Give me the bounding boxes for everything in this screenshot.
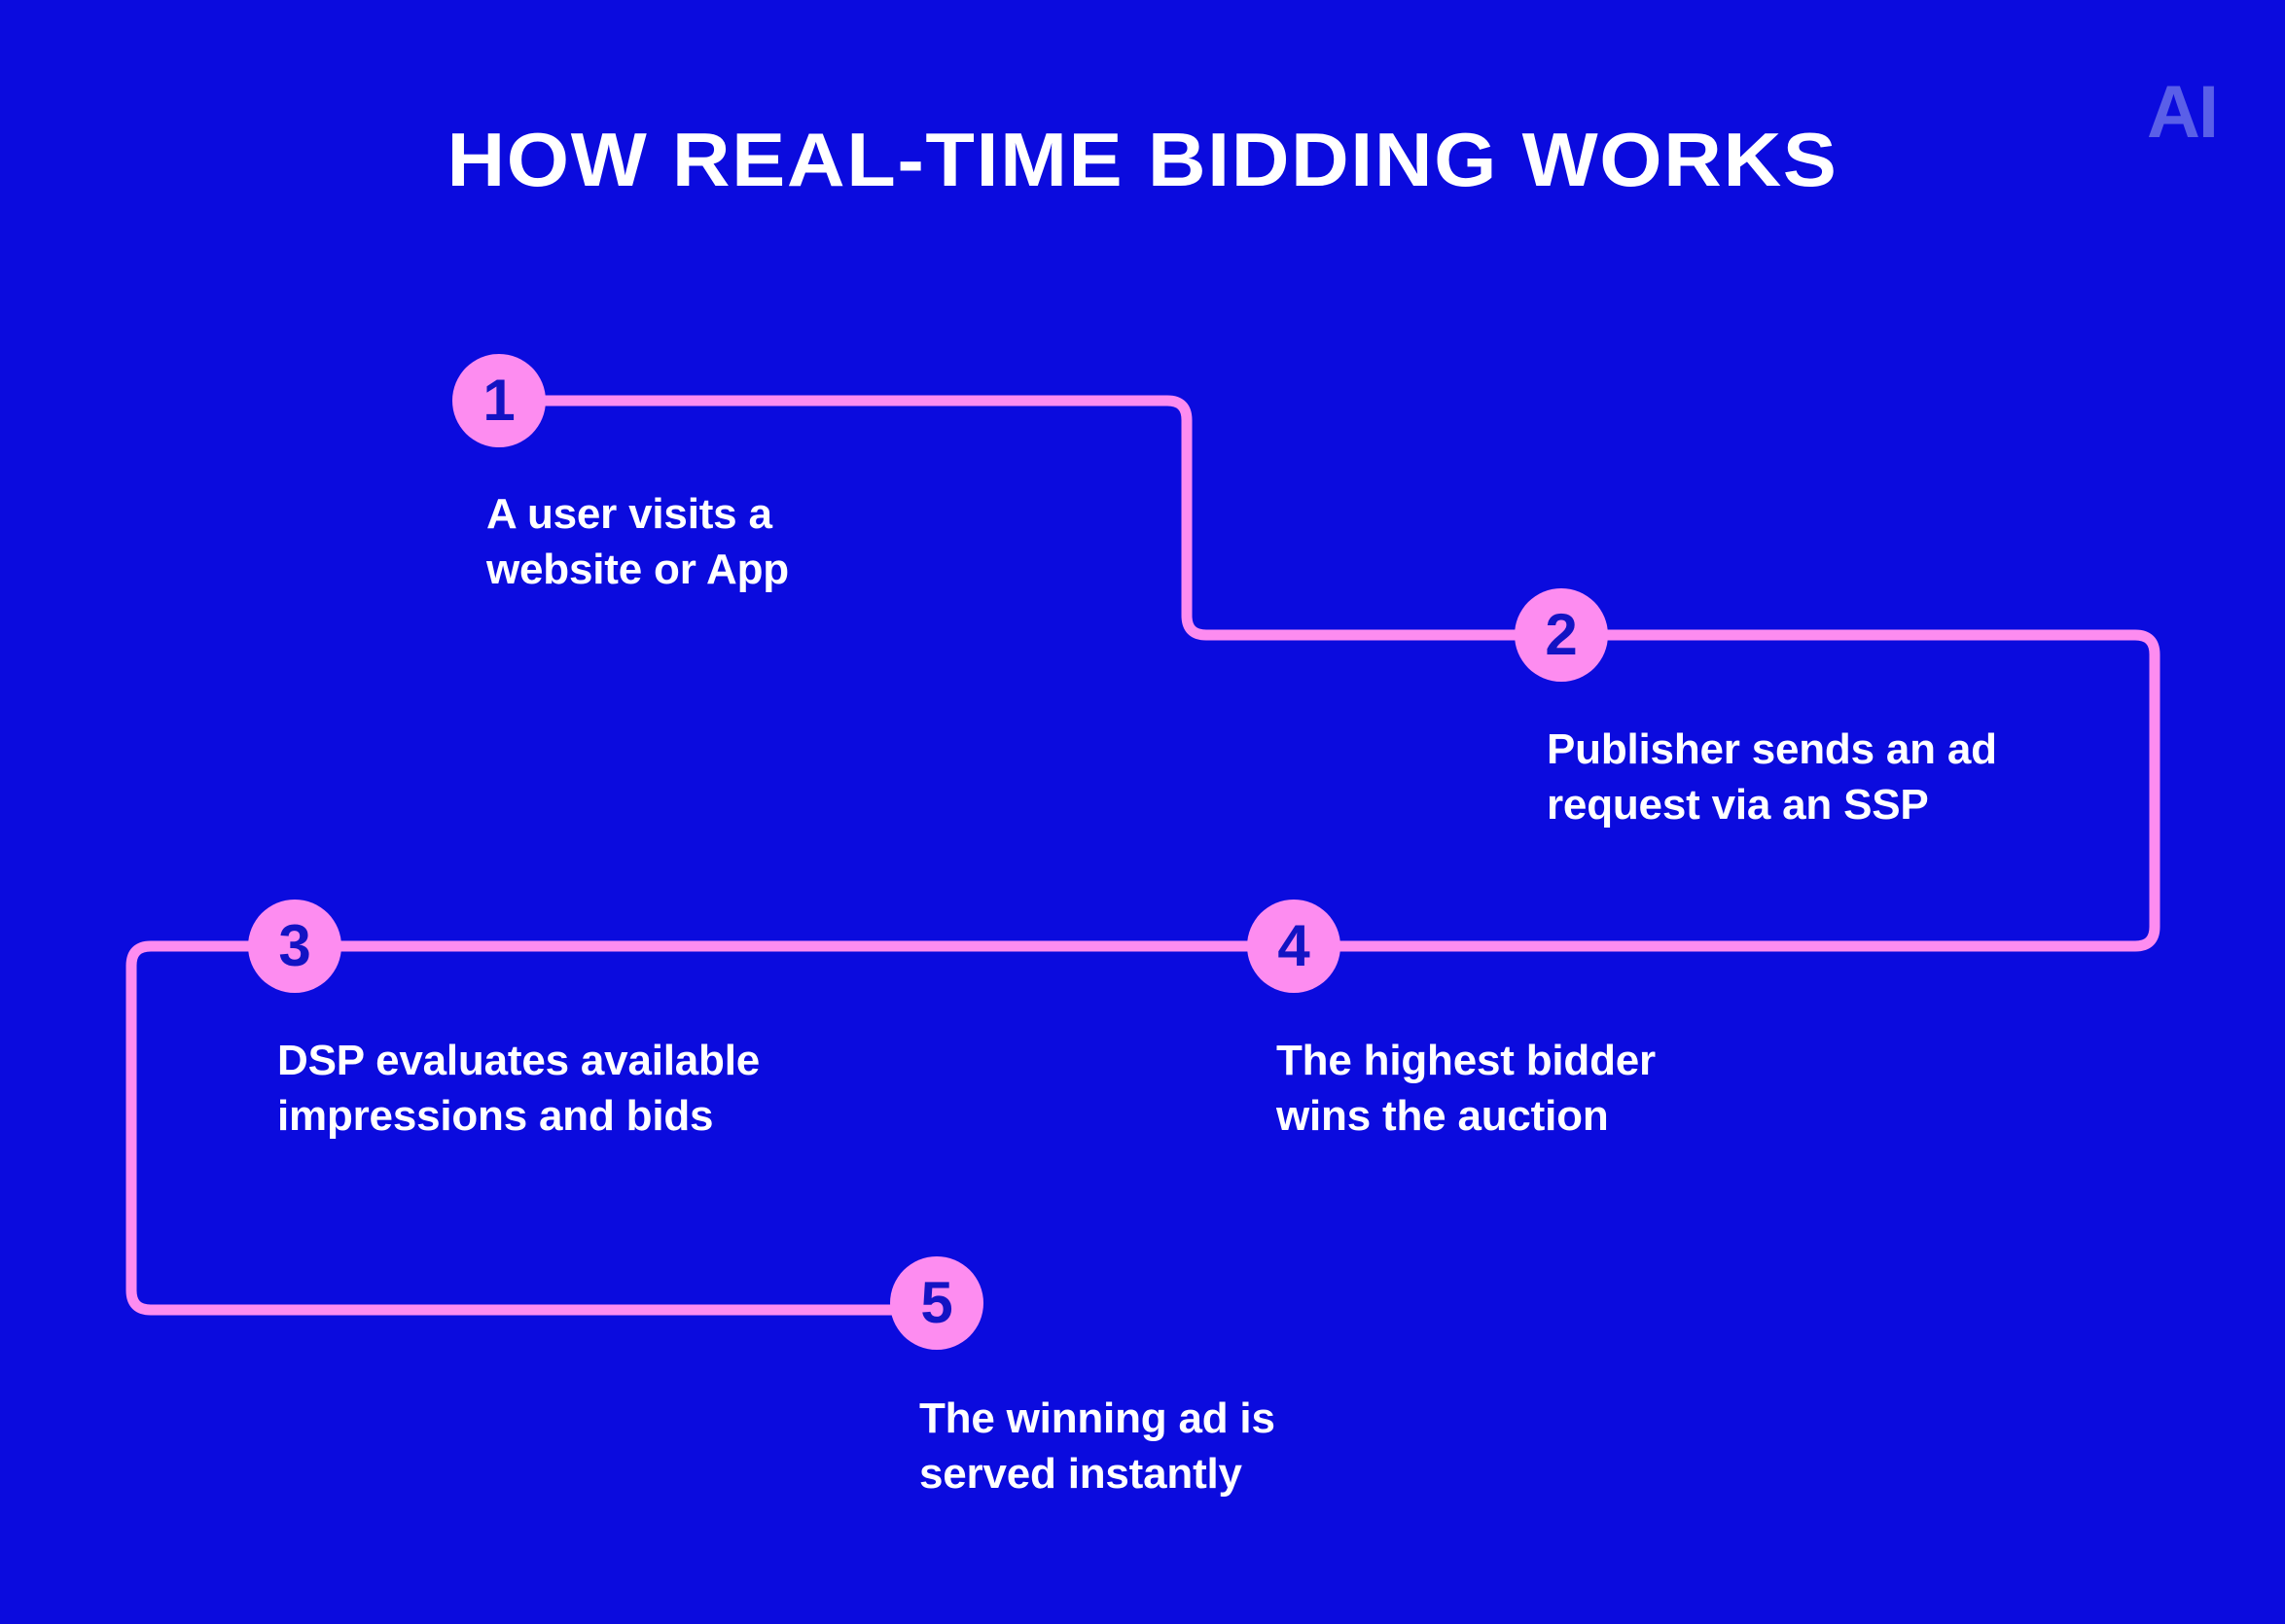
step-badge-2[interactable]: 2 <box>1515 588 1608 682</box>
step-badge-3[interactable]: 3 <box>248 900 341 993</box>
step-badge-4[interactable]: 4 <box>1247 900 1340 993</box>
step-label-3: DSP evaluates available impressions and … <box>277 1037 761 1141</box>
step-badge-1[interactable]: 1 <box>452 354 546 447</box>
ai-logo-icon: AI <box>2147 71 2219 154</box>
step-label-5: The winning ad is served instantly <box>919 1395 1275 1499</box>
page-title: HOW REAL-TIME BIDDING WORKS <box>446 117 1839 202</box>
step-label-2: Publisher sends an ad request via an SSP <box>1547 725 1997 830</box>
step-badge-5[interactable]: 5 <box>890 1256 983 1350</box>
step-label-1: A user visits a website or App <box>486 490 789 594</box>
step-label-4: The highest bidder wins the auction <box>1276 1037 1656 1141</box>
